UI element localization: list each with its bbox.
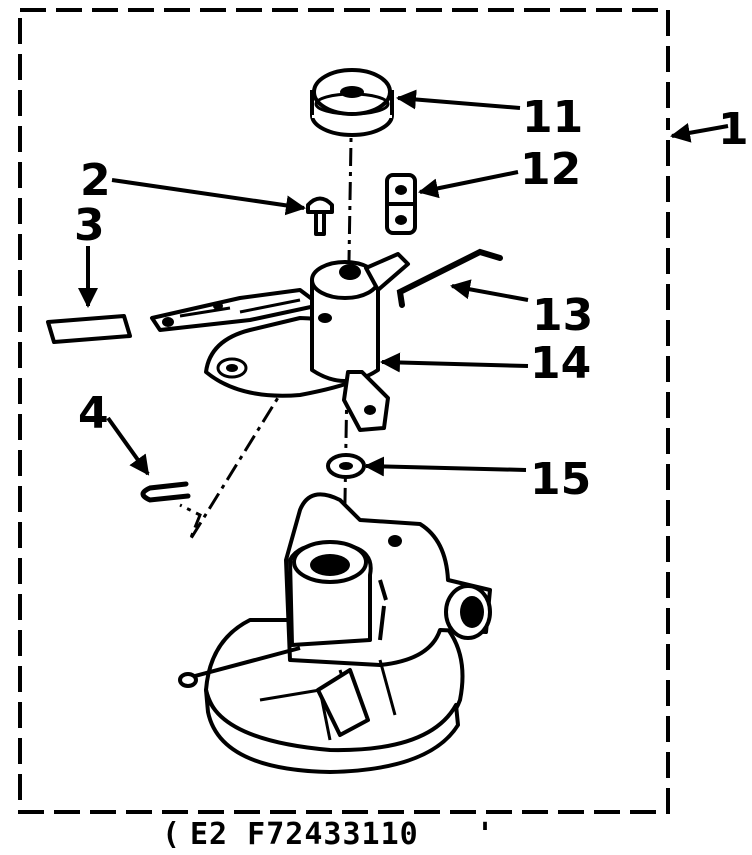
leader-1 [670,122,729,143]
callout-2: 2 [80,155,111,206]
part-14-bracket-assembly [150,252,410,432]
part-2-screw [306,196,334,236]
callout-11: 11 [522,92,583,143]
leader-14 [380,352,529,373]
lower-housing [178,492,492,774]
caption-open-mark: ( [162,817,181,852]
part-15-washer [326,453,366,479]
callout-1: 1 [718,104,749,155]
part-12-bushing [385,173,417,235]
callout-15: 15 [530,454,591,505]
callout-12: 12 [520,144,581,195]
callout-13: 13 [532,290,593,341]
center-line-clip [179,319,328,541]
part-11-pulley [310,68,394,137]
diagram-caption: E2 F72433110 [190,817,419,852]
callout-14: 14 [530,338,591,389]
part-3-pad [46,314,132,344]
callout-4: 4 [78,388,109,439]
leader-15 [364,456,527,477]
callout-3: 3 [74,200,105,251]
leader-13 [450,279,529,302]
leader-2 [111,178,306,216]
leader-12 [418,170,519,199]
leader-4 [106,416,150,476]
leader-11 [396,89,521,110]
part-13-wire-link [396,248,503,308]
assembly-frame [18,8,670,814]
part-4-clip [140,481,191,503]
caption-close-mark: ' [476,817,495,852]
